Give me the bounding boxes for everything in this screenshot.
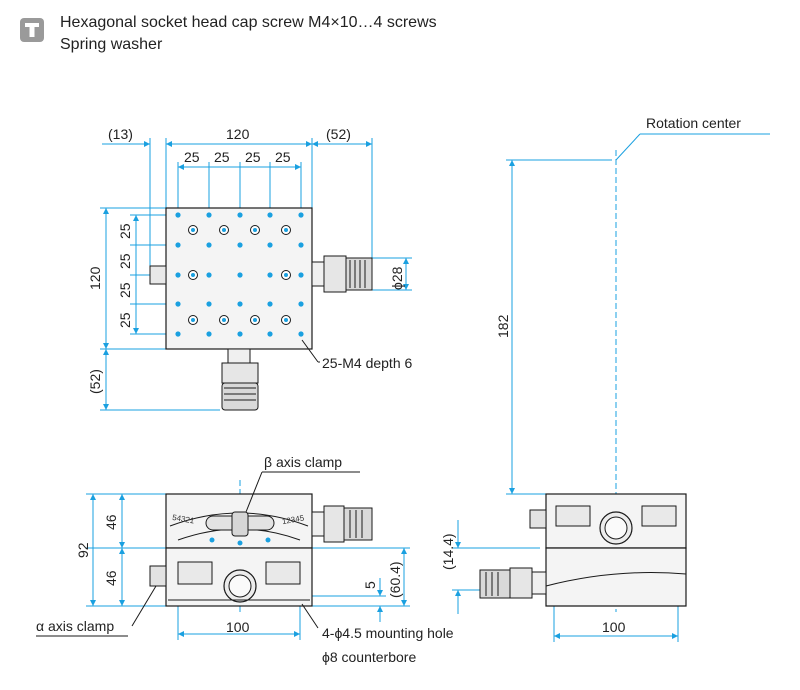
counterbore-label: ϕ8 counterbore xyxy=(322,649,416,665)
counterbore-center xyxy=(222,228,226,232)
tapped-hole xyxy=(298,301,304,307)
pitch-y-3: 25 xyxy=(117,282,133,298)
tapped-hole xyxy=(206,272,212,278)
front-view: 54321 12345 xyxy=(36,471,410,640)
tapped-hole xyxy=(298,272,304,278)
tapped-hole xyxy=(206,242,212,248)
counterbore-center xyxy=(253,318,257,322)
tapped-hole xyxy=(175,301,181,307)
dim-bottom-offset: (52) xyxy=(87,369,103,394)
counterbore-center xyxy=(284,228,288,232)
tapped-hole xyxy=(237,272,243,278)
dim-lower-half: 46 xyxy=(103,570,119,586)
beta-clamp-knob xyxy=(231,511,249,537)
tapped-hole xyxy=(206,301,212,307)
mount-hole-label: 4-ϕ4.5 mounting hole xyxy=(322,625,454,641)
counterbore-center xyxy=(191,228,195,232)
dim-side-offset: (14.4) xyxy=(440,533,456,570)
front-micrometer xyxy=(311,505,373,543)
dim-micrometer-dia: ϕ28 xyxy=(389,266,405,290)
counterbore-center xyxy=(191,273,195,277)
dim-top-height: 120 xyxy=(87,266,103,290)
counterbore-center xyxy=(191,318,195,322)
dim-center-height: (60.4) xyxy=(387,561,403,598)
side-lower-stage xyxy=(545,547,687,607)
tapped-hole xyxy=(237,212,243,218)
dim-side-base-width: 100 xyxy=(602,619,626,635)
tapped-hole xyxy=(175,272,181,278)
bottom-micrometer xyxy=(221,348,259,411)
tapped-hole xyxy=(237,331,243,337)
dim-front-height: 92 xyxy=(75,542,91,558)
beta-clamp-label: β axis clamp xyxy=(264,454,342,470)
pitch-y-1: 25 xyxy=(117,223,133,239)
dim-top-width: 120 xyxy=(226,126,250,142)
tapped-hole xyxy=(206,212,212,218)
counterbore-center xyxy=(284,318,288,322)
dim-base-thickness: 5 xyxy=(362,581,378,589)
alpha-clamp-front xyxy=(149,565,167,587)
rotation-center-label: Rotation center xyxy=(646,115,741,131)
pitch-x-4: 25 xyxy=(275,149,291,165)
tapped-hole xyxy=(298,331,304,337)
counterbore-center xyxy=(253,228,257,232)
side-view xyxy=(452,133,770,642)
scale-left: 54321 xyxy=(172,513,196,526)
dim-front-base-width: 100 xyxy=(226,619,250,635)
tapped-hole xyxy=(298,212,304,218)
header: Hexagonal socket head cap screw M4×10…4 … xyxy=(20,12,580,60)
tapped-hole xyxy=(267,331,273,337)
washer-spec-text: Spring washer xyxy=(60,36,163,53)
tapped-hole xyxy=(267,212,273,218)
tapped-hole xyxy=(175,242,181,248)
dim-side-height: 182 xyxy=(495,314,511,338)
alpha-clamp-label: α axis clamp xyxy=(36,618,114,634)
dim-left-offset: (13) xyxy=(108,126,133,142)
counterbore-center xyxy=(284,273,288,277)
tapped-hole xyxy=(237,242,243,248)
pitch-x-1: 25 xyxy=(184,149,200,165)
pitch-y-4: 25 xyxy=(117,312,133,328)
scale-right: 12345 xyxy=(281,513,305,526)
side-micrometer xyxy=(479,567,547,599)
alpha-clamp-knob xyxy=(149,265,167,285)
tapped-hole xyxy=(237,301,243,307)
counterbore-center xyxy=(222,318,226,322)
dim-right-offset: (52) xyxy=(326,126,351,142)
tapped-hole xyxy=(267,301,273,307)
top-view xyxy=(100,138,412,411)
pitch-x-3: 25 xyxy=(245,149,261,165)
tapped-hole xyxy=(267,272,273,278)
dim-upper-half: 46 xyxy=(103,514,119,530)
screw-spec-text: Hexagonal socket head cap screw M4×10…4 … xyxy=(60,14,437,31)
tapped-hole xyxy=(267,242,273,248)
tapped-hole xyxy=(298,242,304,248)
wrench-box-icon xyxy=(20,18,44,42)
tapped-hole xyxy=(175,331,181,337)
pitch-x-2: 25 xyxy=(214,149,230,165)
right-micrometer xyxy=(311,255,373,293)
hole-callout: 25-M4 depth 6 xyxy=(322,355,412,371)
hole-grid xyxy=(175,212,304,337)
tapped-hole xyxy=(206,331,212,337)
pitch-y-2: 25 xyxy=(117,253,133,269)
tapped-hole xyxy=(175,212,181,218)
